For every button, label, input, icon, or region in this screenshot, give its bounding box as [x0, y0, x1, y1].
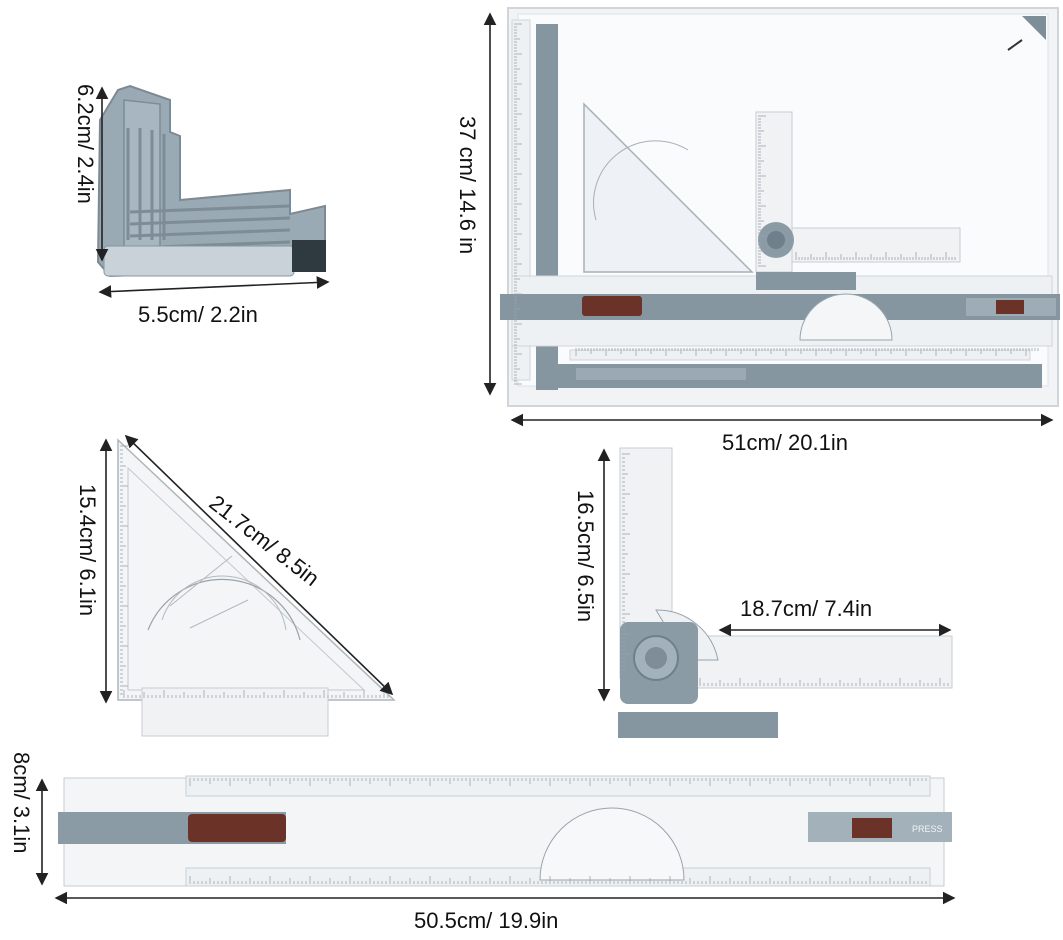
ruler-tick-marks: [120, 23, 1039, 884]
corner-height-label: 6.2cm/ 2.4in: [73, 84, 98, 204]
corner-width-label: 5.5cm/ 2.2in: [138, 302, 258, 327]
press-button-label: PRESS: [912, 824, 943, 834]
board-height-label: 37 cm/ 14.6 in: [455, 116, 480, 255]
set-square-triangle: [117, 438, 396, 737]
triangle-height-label: 15.4cm/ 6.1in: [75, 484, 100, 617]
drawing-board: [500, 7, 1060, 407]
protractor-t-square: [618, 447, 953, 738]
corner-connector-piece: [96, 84, 326, 278]
parallel-ruler: [58, 775, 952, 887]
parallel-length-label: 50.5cm/ 19.9in: [414, 908, 559, 933]
parallel-height-label: 8cm/ 3.1in: [9, 752, 34, 854]
square-height-label: 16.5cm/ 6.5in: [573, 490, 598, 623]
dimension-arrows: [35, 12, 1054, 905]
square-arm-label: 18.7cm/ 7.4in: [740, 596, 873, 621]
board-width-label: 51cm/ 20.1in: [722, 430, 848, 455]
